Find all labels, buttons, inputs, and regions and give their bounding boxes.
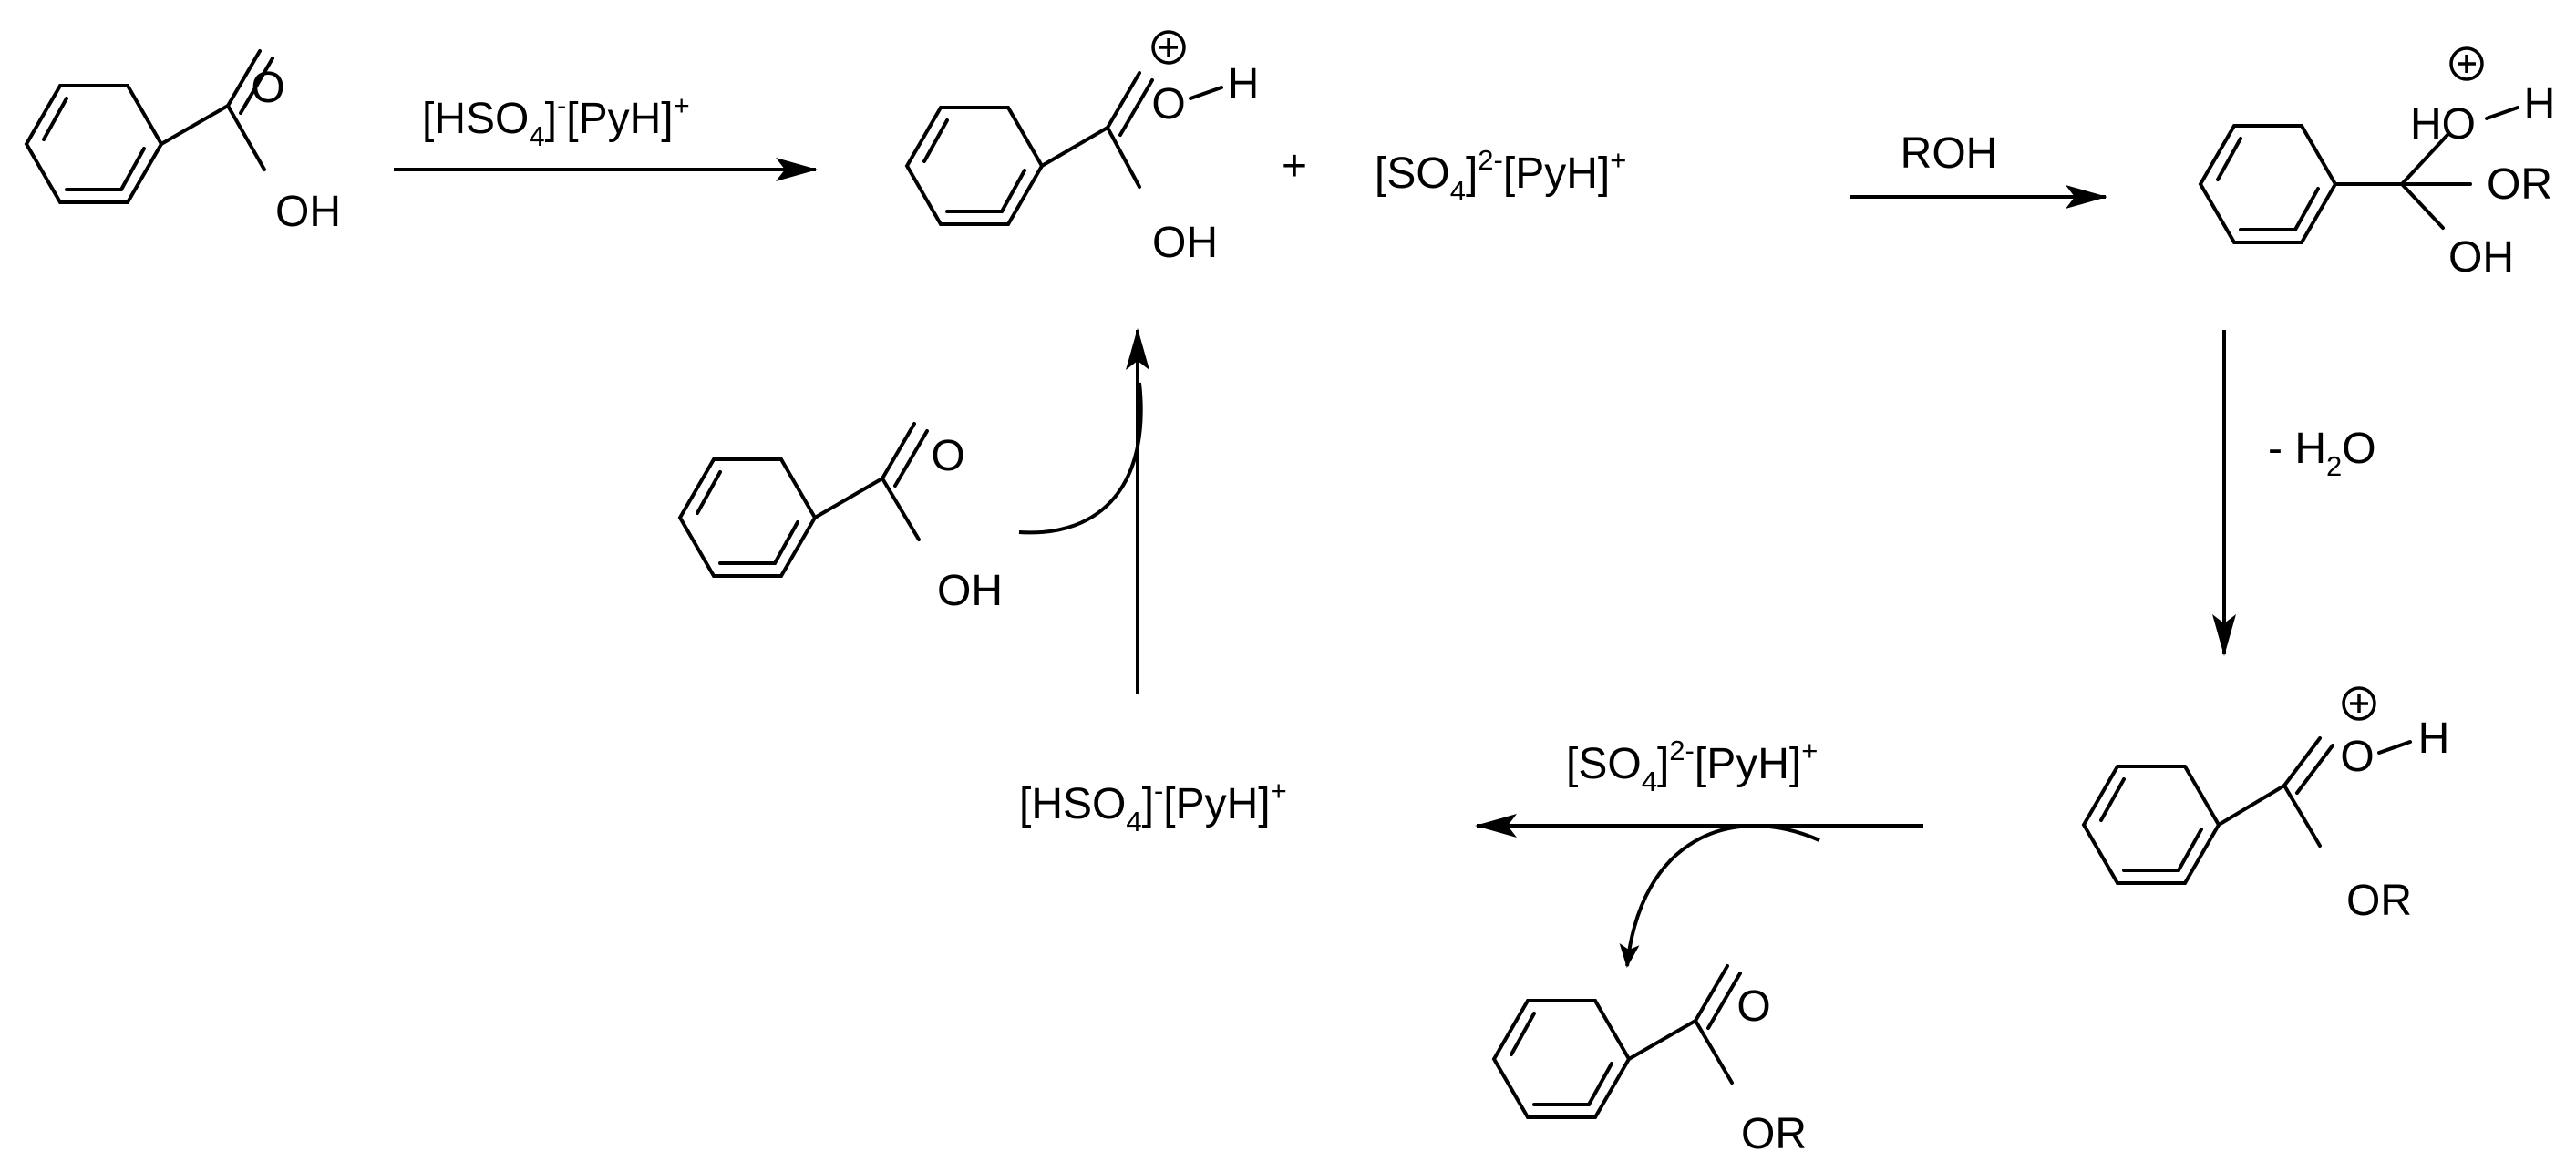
reagent-hso4-pyh-bottom: [HSO4]-[PyH]+ bbox=[1019, 775, 1287, 838]
ester-product: O OR bbox=[1492, 964, 1807, 1158]
atom-or: OR bbox=[1741, 1110, 1807, 1158]
positive-charge-icon bbox=[2342, 686, 2376, 721]
atom-oh: OH bbox=[937, 567, 1003, 615]
protonated-ester: O H OR bbox=[2082, 686, 2450, 925]
atom-h: H bbox=[2418, 715, 2450, 763]
arrow-regeneration bbox=[1018, 328, 1149, 694]
atom-oh: OH bbox=[275, 188, 341, 236]
benzoic-acid-recycled: O OH bbox=[678, 422, 1003, 615]
atom-h: H bbox=[2524, 80, 2556, 129]
arrow-step1: [HSO4]-[PyH]+ bbox=[394, 89, 818, 181]
tetrahedral-intermediate: HO H OR OH bbox=[2199, 46, 2556, 282]
reagent-so4-pyh-top: [SO4]2-[PyH]+ bbox=[1375, 144, 1626, 207]
arrow-roh: ROH bbox=[1850, 129, 2107, 209]
atom-ho: HO bbox=[2410, 100, 2476, 149]
plus-sign: + bbox=[1282, 142, 1307, 190]
arrow-deprotonation: [SO4]2-[PyH]+ bbox=[1475, 735, 1923, 968]
atom-h: H bbox=[1228, 60, 1260, 108]
atom-oh: OH bbox=[1152, 219, 1218, 267]
atom-or: OR bbox=[2346, 877, 2412, 925]
positive-charge-icon bbox=[2449, 46, 2484, 81]
reagent-roh: ROH bbox=[1901, 129, 1998, 178]
positive-charge-icon bbox=[1151, 30, 1186, 65]
label-minus-water: - H2O bbox=[2268, 425, 2376, 482]
reagent-hso4-pyh-top: [HSO4]-[PyH]+ bbox=[422, 89, 690, 152]
atom-or: OR bbox=[2487, 160, 2552, 209]
atom-o: O bbox=[931, 432, 964, 480]
atom-o: O bbox=[1151, 80, 1185, 129]
arrow-dehydration: - H2O bbox=[2212, 330, 2376, 656]
protonated-benzoic-acid: O H OH bbox=[905, 30, 1260, 267]
atom-oh: OH bbox=[2448, 233, 2514, 282]
atom-o: O bbox=[1736, 982, 1770, 1031]
benzoic-acid-start: O OH bbox=[25, 49, 341, 236]
atom-o: O bbox=[251, 64, 284, 112]
atom-o: O bbox=[2340, 733, 2374, 781]
reagent-so4-pyh-bottom: [SO4]2-[PyH]+ bbox=[1566, 735, 1818, 797]
